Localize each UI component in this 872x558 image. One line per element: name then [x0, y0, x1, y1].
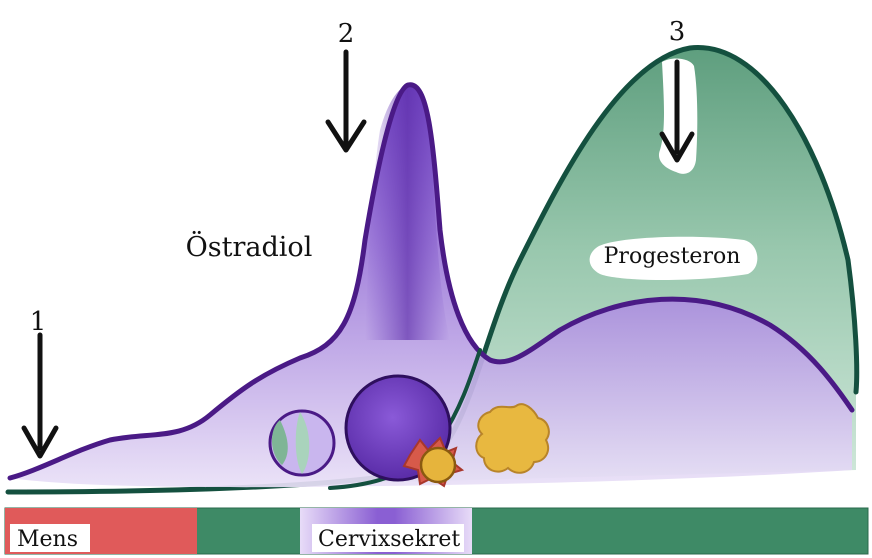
small-follicle-icon [268, 409, 336, 477]
cervix-label: Cervixsekret [318, 527, 460, 552]
marker-3: 3 [669, 17, 686, 47]
marker-1: 1 [30, 307, 47, 337]
down-arrow-icon [659, 59, 695, 163]
marker-2: 2 [338, 19, 355, 49]
corpus-luteum-icon [475, 403, 550, 474]
mens-label: Mens [17, 527, 78, 552]
down-arrow-icon [325, 49, 367, 153]
phase-bar: Mens Cervixsekret [4, 507, 869, 555]
progesterone-label: Progesteron [604, 244, 741, 269]
estradiol-label: Östradiol [186, 229, 313, 263]
egg-cell-icon [419, 446, 457, 484]
down-arrow-icon [21, 332, 59, 459]
